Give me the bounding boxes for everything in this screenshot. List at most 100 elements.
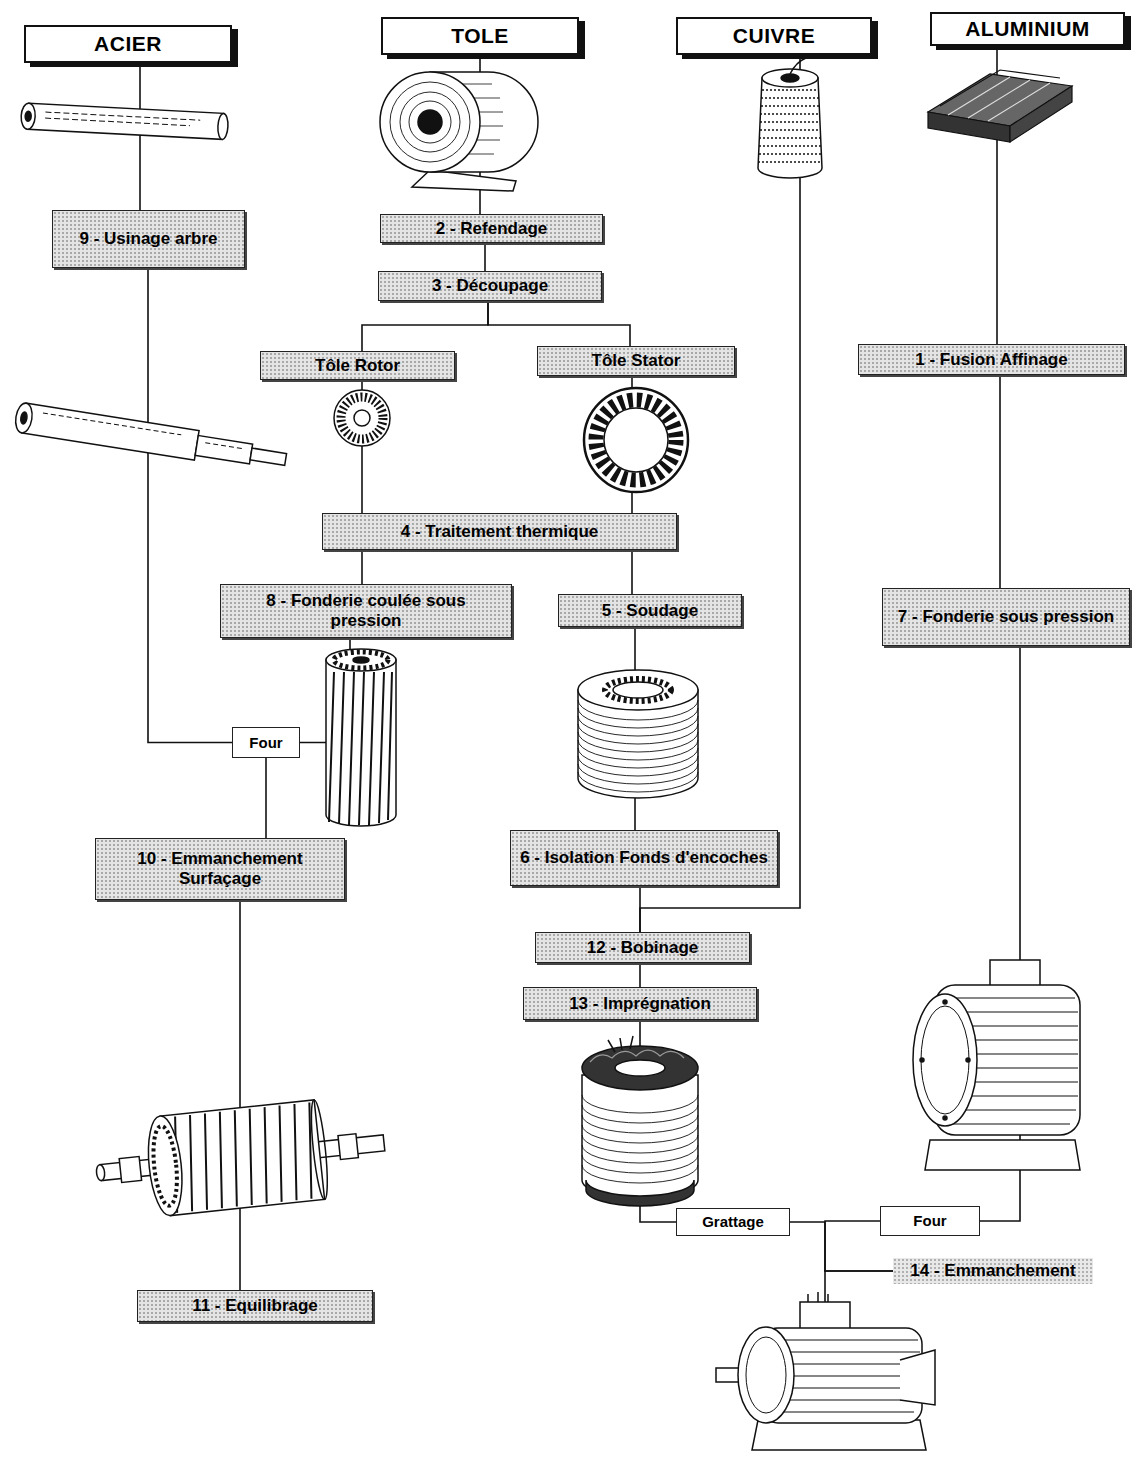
rotor-assembly-part (308, 1099, 330, 1200)
step-label: ALUMINIUM (940, 17, 1115, 41)
rotor-assembly-part (160, 1100, 325, 1216)
finished-motor-part (746, 1337, 786, 1413)
flow-connector (265, 758, 267, 838)
finished-motor (716, 1292, 935, 1450)
steel-bar-part (27, 103, 223, 139)
flow-connector (239, 900, 241, 1290)
wound-stator-part (582, 1075, 698, 1198)
copper-spool (758, 58, 822, 178)
aluminium-ingots-part (1010, 86, 1072, 142)
step-label: Four (239, 734, 293, 751)
stator-stack (578, 670, 698, 798)
rotor-assembly-part (96, 1164, 106, 1181)
process-box: 8 - Fonderie coulée sous pression (220, 584, 512, 638)
rotor-assembly-part (119, 1157, 141, 1183)
process-box: 6 - Isolation Fonds d'encoches (510, 830, 778, 886)
process-box: 1 - Fusion Affinage (858, 344, 1125, 375)
motor-housing-part (920, 1058, 924, 1062)
steel-bar-part (217, 113, 228, 139)
cast-rotor (326, 649, 396, 826)
cast-rotor-part (334, 652, 388, 668)
rotor-lamination-part (341, 397, 383, 439)
step-label: 12 - Bobinage (544, 938, 741, 958)
flow-connector (362, 301, 488, 351)
step-label: 6 - Isolation Fonds d'encoches (519, 848, 769, 868)
machined-shaft-part (42, 413, 245, 449)
cast-rotor-part (326, 660, 396, 826)
steel-bar (21, 103, 229, 140)
stator-lamination-part (596, 400, 676, 480)
flow-connector (640, 55, 800, 932)
rotor-assembly-part (150, 1125, 180, 1207)
machined-shaft (14, 402, 288, 474)
rotor-lamination-part (354, 410, 370, 426)
steel-bar-part (25, 111, 32, 121)
stator-stack-part (605, 679, 671, 701)
wound-stator-part (582, 1095, 698, 1183)
step-label: 14 - Emmanchement (899, 1261, 1087, 1281)
flow-connector (484, 243, 486, 271)
finished-motor-part (738, 1327, 794, 1423)
process-box: Tôle Rotor (260, 351, 455, 380)
material-header: ACIER (24, 25, 232, 63)
flow-connector (148, 268, 232, 743)
process-box: 5 - Soudage (558, 594, 742, 627)
motor-housing-part (913, 994, 977, 1126)
finished-motor-part (780, 1340, 920, 1412)
rotor-assembly-part (338, 1134, 358, 1160)
flow-connector (639, 963, 641, 987)
step-label: CUIVRE (686, 24, 862, 48)
finished-motor-part (752, 1420, 926, 1450)
step-label: ACIER (34, 32, 222, 56)
process-box: 3 - Découpage (378, 271, 602, 301)
copper-spool-part (758, 78, 822, 178)
stator-stack-part (613, 682, 663, 698)
wound-stator-part (615, 1060, 665, 1076)
station-box: Grattage (676, 1208, 790, 1236)
process-box: 2 - Refendage (380, 214, 603, 243)
wound-stator-part (582, 1046, 698, 1090)
copper-spool-part (762, 69, 818, 87)
sheet-coil-part (418, 110, 442, 134)
step-label: 9 - Usinage arbre (61, 229, 236, 249)
aluminium-ingots (928, 70, 1072, 142)
cast-rotor-part (329, 672, 392, 825)
sheet-coil-part (400, 92, 460, 152)
flow-connector (631, 550, 633, 594)
stator-lamination-part (604, 408, 668, 472)
rotor-assembly-part (144, 1114, 186, 1217)
station-box: Four (232, 727, 300, 758)
station-box: Four (880, 1206, 980, 1236)
flow-connector (999, 375, 1001, 588)
step-label: Tôle Stator (546, 351, 726, 371)
wound-stator (582, 1036, 698, 1206)
machined-shaft-part (22, 403, 200, 460)
rotor-assembly (91, 1093, 389, 1223)
assembly-label: 14 - Emmanchement (893, 1258, 1093, 1284)
process-box: 11 - Equilibrage (137, 1290, 373, 1322)
step-label: 11 - Equilibrage (146, 1296, 364, 1316)
finished-motor-part (900, 1350, 935, 1405)
rotor-lamination-part (334, 390, 390, 446)
material-header: ALUMINIUM (930, 12, 1125, 46)
cast-rotor-part (353, 657, 369, 663)
machined-shaft-part (195, 436, 252, 464)
motor-housing-part (921, 1006, 969, 1114)
steel-bar-part (21, 103, 36, 130)
material-header: TOLE (381, 17, 579, 55)
step-label: 13 - Imprégnation (532, 994, 748, 1014)
steel-bar-part (45, 112, 200, 126)
wound-stator-part (586, 1180, 694, 1206)
step-label: 7 - Fonderie sous pression (891, 607, 1121, 627)
cast-rotor-part (326, 649, 396, 671)
machined-shaft-part (14, 402, 34, 434)
step-label: TOLE (391, 24, 569, 48)
process-box: 10 - Emmanchement Surfaçage (95, 838, 345, 900)
machined-shaft-part (20, 412, 28, 425)
stator-stack-part (578, 700, 698, 792)
rotor-assembly-part (167, 1102, 319, 1212)
flow-connector (488, 301, 630, 346)
sheet-coil-part (390, 82, 470, 162)
aluminium-ingots-part (940, 70, 1060, 106)
